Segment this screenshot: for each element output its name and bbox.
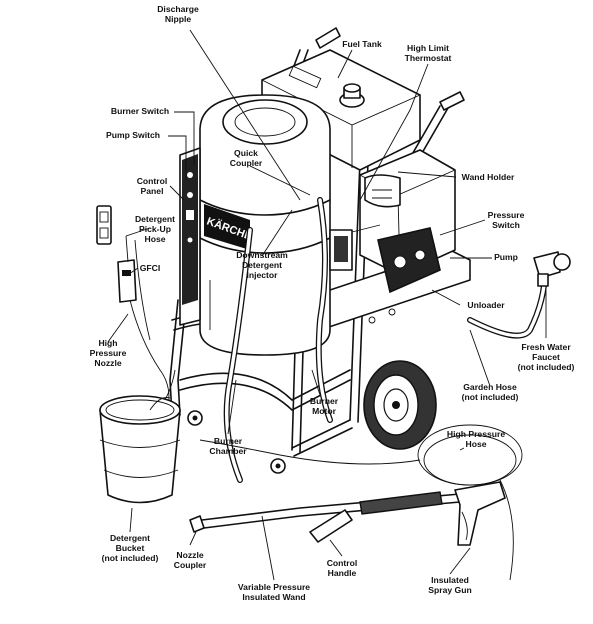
label-line: Fuel Tank — [342, 39, 382, 49]
spray-wand-drawing — [189, 481, 506, 546]
label-line: Burner — [310, 396, 339, 406]
label-line: (not included) — [462, 392, 519, 402]
label-line: Nozzle — [176, 550, 203, 560]
label-line: Panel — [141, 186, 164, 196]
label-line: Insulated Wand — [242, 592, 305, 602]
cart-wheel — [363, 360, 437, 450]
burner-chamber-cylinder: KÄRCHER — [199, 94, 331, 356]
label-line: Pump — [494, 252, 518, 262]
label-line: Switch — [492, 220, 520, 230]
label-line: Pressure — [488, 210, 525, 220]
label-pump-switch: Pump Switch — [106, 130, 160, 140]
control-panel-box — [179, 147, 201, 326]
label-line: Chamber — [209, 446, 247, 456]
label-line: Garden Hose — [463, 382, 517, 392]
gfci-plug-drawing — [96, 205, 137, 303]
hoses — [129, 197, 548, 581]
label-line: Pressure — [90, 348, 127, 358]
label-line: Motor — [312, 406, 337, 416]
label-gfci: GFCI — [140, 263, 161, 273]
label-line: Control — [327, 558, 358, 568]
label-line: Fresh Water — [521, 342, 571, 352]
engine-pump-assembly — [329, 149, 456, 294]
label-line: Insulated — [431, 575, 469, 585]
label-wand-holder: Wand Holder — [462, 172, 515, 182]
label-line: (not included) — [102, 553, 159, 563]
label-line: Detergent — [135, 214, 175, 224]
label-line: Wand Holder — [462, 172, 515, 182]
label-line: Detergent — [110, 533, 150, 543]
label-line: High Limit — [407, 43, 449, 53]
caster-wheels — [187, 410, 286, 474]
label-line: (not included) — [518, 362, 575, 372]
label-line: Discharge — [157, 4, 199, 14]
label-line: Pump Switch — [106, 130, 160, 140]
label-line: Downstream — [236, 250, 288, 260]
label-garden-hose: Garden Hose(not included) — [462, 382, 519, 402]
label-line: Nipple — [165, 14, 191, 24]
label-line: Hose — [144, 234, 165, 244]
label-line: Spray Gun — [428, 585, 471, 595]
label-unloader: Unloader — [467, 300, 505, 310]
label-line: Burner Switch — [111, 106, 169, 116]
label-line: High Pressure — [447, 429, 505, 439]
label-line: Faucet — [532, 352, 560, 362]
label-line: Injector — [246, 270, 278, 280]
leader-lines — [107, 29, 547, 581]
label-line: Pick-Up — [139, 224, 171, 234]
label-burner-switch: Burner Switch — [111, 106, 169, 116]
label-line: Quick — [234, 148, 258, 158]
label-line: Detergent — [242, 260, 282, 270]
label-line: Coupler — [230, 158, 263, 168]
label-line: Variable Pressure — [238, 582, 310, 592]
detergent-bucket-drawing — [99, 395, 181, 504]
label-line: Coupler — [174, 560, 207, 570]
label-line: Hose — [465, 439, 486, 449]
label-line: Burner — [214, 436, 243, 446]
label-fuel-tank: Fuel Tank — [342, 39, 382, 49]
label-line: Control — [137, 176, 168, 186]
label-line: Handle — [328, 568, 357, 578]
label-line: Thermostat — [405, 53, 452, 63]
label-pump: Pump — [494, 252, 518, 262]
label-line: GFCI — [140, 263, 161, 273]
label-line: Nozzle — [94, 358, 121, 368]
label-line: Bucket — [116, 543, 145, 553]
label-line: Unloader — [467, 300, 505, 310]
label-line: High — [98, 338, 117, 348]
fresh-water-faucet-drawing — [533, 251, 571, 287]
